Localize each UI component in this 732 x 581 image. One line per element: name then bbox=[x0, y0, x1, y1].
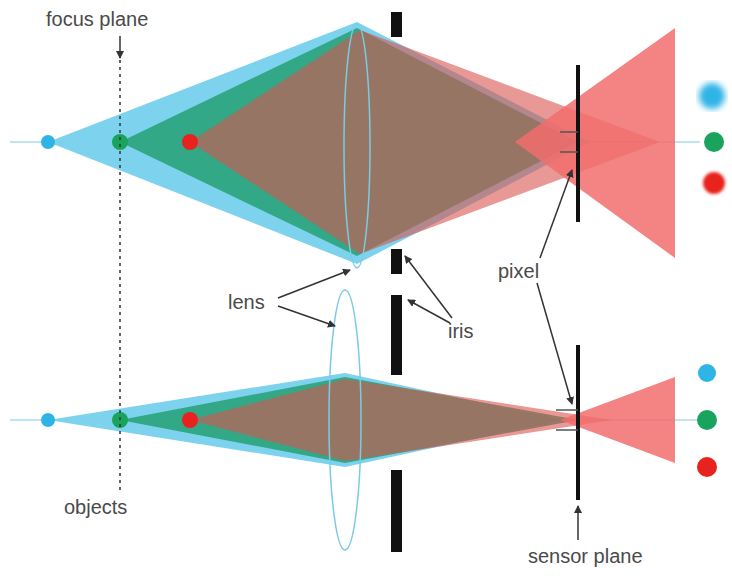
pixel-label: pixel bbox=[498, 260, 539, 282]
objects-label: objects bbox=[64, 496, 127, 518]
narrow-aperture-rays bbox=[10, 290, 717, 552]
sensor-plane-label: sensor plane bbox=[528, 545, 643, 567]
wide-aperture-rays bbox=[10, 12, 725, 274]
leader-lines bbox=[120, 36, 578, 540]
focus-plane-label: focus plane bbox=[46, 8, 148, 30]
iris-label: iris bbox=[448, 320, 474, 342]
lens-label: lens bbox=[228, 291, 265, 313]
